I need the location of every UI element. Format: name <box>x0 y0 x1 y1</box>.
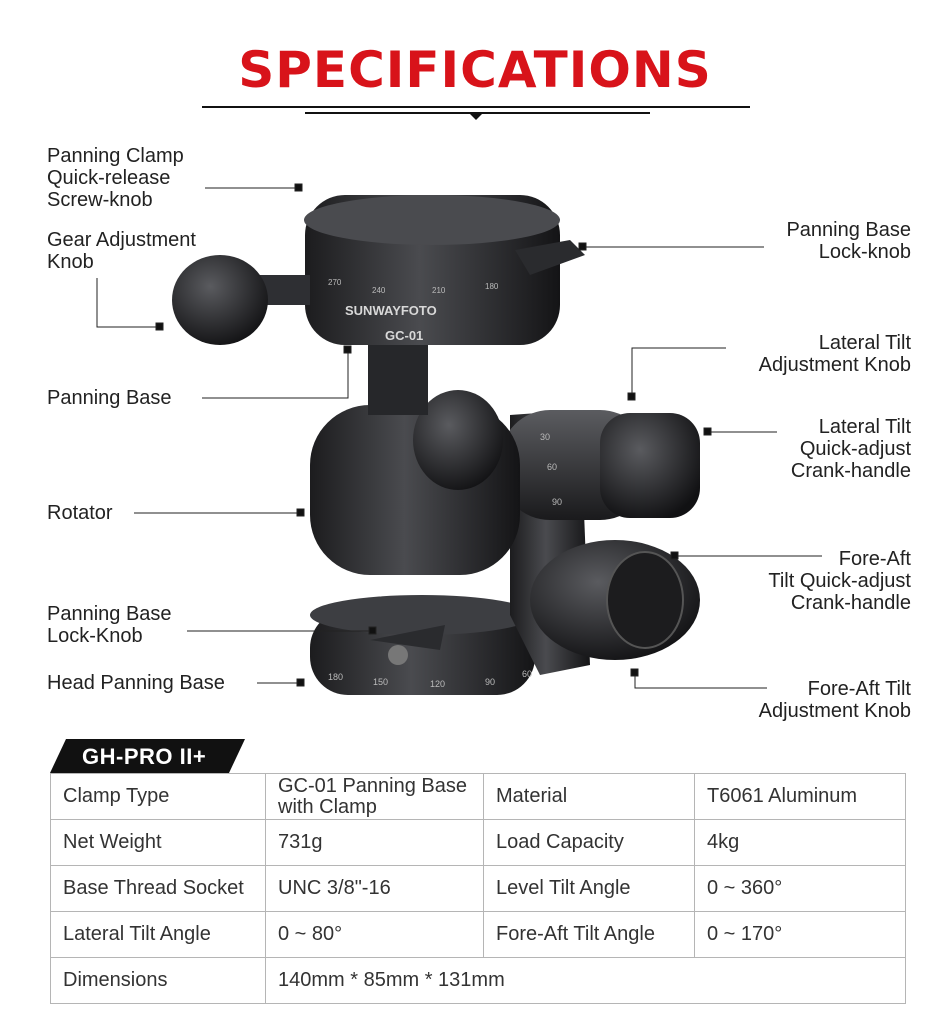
table-row: Clamp Type GC-01 Panning Base with Clamp… <box>50 773 906 820</box>
scale-bottom-2: 120 <box>430 679 445 689</box>
spec-key: Level Tilt Angle <box>483 865 695 912</box>
spec-value: 0 ~ 170° <box>694 911 906 958</box>
spec-value: 4kg <box>694 819 906 866</box>
callout-panning-base-lock-knob-right: Panning Base Lock-knob <box>786 219 911 263</box>
scale-side-0: 30 <box>540 432 550 442</box>
scale-top-3: 180 <box>485 282 499 291</box>
spec-key: Net Weight <box>50 819 266 866</box>
callout-lateral-tilt-crank: Lateral Tilt Quick-adjust Crank-handle <box>790 416 911 482</box>
scale-bottom-0: 180 <box>328 672 343 682</box>
scale-bottom-4: 60 <box>522 669 532 679</box>
spec-value: UNC 3/8"-16 <box>265 865 484 912</box>
spec-key: Base Thread Socket <box>50 865 266 912</box>
scale-side-2: 90 <box>552 497 562 507</box>
table-row: Lateral Tilt Angle 0 ~ 80° Fore-Aft Tilt… <box>50 911 906 958</box>
table-row: Net Weight 731g Load Capacity 4kg <box>50 819 906 866</box>
callout-head-panning-base: Head Panning Base <box>47 672 225 694</box>
page-title: SPECIFICATIONS <box>238 41 712 99</box>
spec-value: GC-01 Panning Base with Clamp <box>265 773 484 820</box>
specs-tag-label: GH-PRO II+ <box>82 744 207 769</box>
model-label: GC-01 <box>385 328 423 343</box>
specs-tag-shape <box>50 739 245 773</box>
scale-top-0: 270 <box>328 278 342 287</box>
callout-panning-base: Panning Base <box>47 387 172 409</box>
title-rule-top <box>202 106 750 108</box>
spec-key: Dimensions <box>50 957 266 1004</box>
tripod-head-illustration: SUNWAYFOTO GC-01 270 240 210 180 180 150… <box>172 195 700 695</box>
callout-fore-aft-tilt-adjustment-knob: Fore-Aft Tilt Adjustment Knob <box>758 678 911 722</box>
table-row: Base Thread Socket UNC 3/8"-16 Level Til… <box>50 865 906 912</box>
gear-knob-shape <box>172 255 268 345</box>
specs-table: Clamp Type GC-01 Panning Base with Clamp… <box>50 773 906 1004</box>
spec-key: Lateral Tilt Angle <box>50 911 266 958</box>
scale-bottom-1: 150 <box>373 677 388 687</box>
spec-value: 731g <box>265 819 484 866</box>
callout-gear-adjustment-knob: Gear Adjustment Knob <box>47 229 196 273</box>
callout-rotator: Rotator <box>47 502 113 524</box>
spec-value: 140mm * 85mm * 131mm <box>265 957 906 1004</box>
table-row: Dimensions 140mm * 85mm * 131mm <box>50 957 906 1004</box>
scale-bottom-3: 90 <box>485 677 495 687</box>
callout-panning-clamp-knob: Panning Clamp Quick-release Screw-knob <box>47 145 184 211</box>
spec-key: Load Capacity <box>483 819 695 866</box>
title-arrow-icon <box>468 112 484 120</box>
callout-lateral-tilt-adjustment-knob: Lateral Tilt Adjustment Knob <box>758 332 911 376</box>
spec-key: Material <box>483 773 695 820</box>
callout-panning-base-lock-knob-left: Panning Base Lock-Knob <box>47 603 172 647</box>
spec-key: Fore-Aft Tilt Angle <box>483 911 695 958</box>
lateral-tilt-knob-shape <box>600 413 700 518</box>
scale-top-2: 210 <box>432 286 446 295</box>
scale-side-1: 60 <box>547 462 557 472</box>
brand-label: SUNWAYFOTO <box>345 303 437 318</box>
scale-top-1: 240 <box>372 286 386 295</box>
spec-value: 0 ~ 80° <box>265 911 484 958</box>
spec-key: Clamp Type <box>50 773 266 820</box>
spec-value: T6061 Aluminum <box>694 773 906 820</box>
callout-fore-aft-tilt-crank: Fore-Aft Tilt Quick-adjust Crank-handle <box>768 548 911 614</box>
spec-value: 0 ~ 360° <box>694 865 906 912</box>
